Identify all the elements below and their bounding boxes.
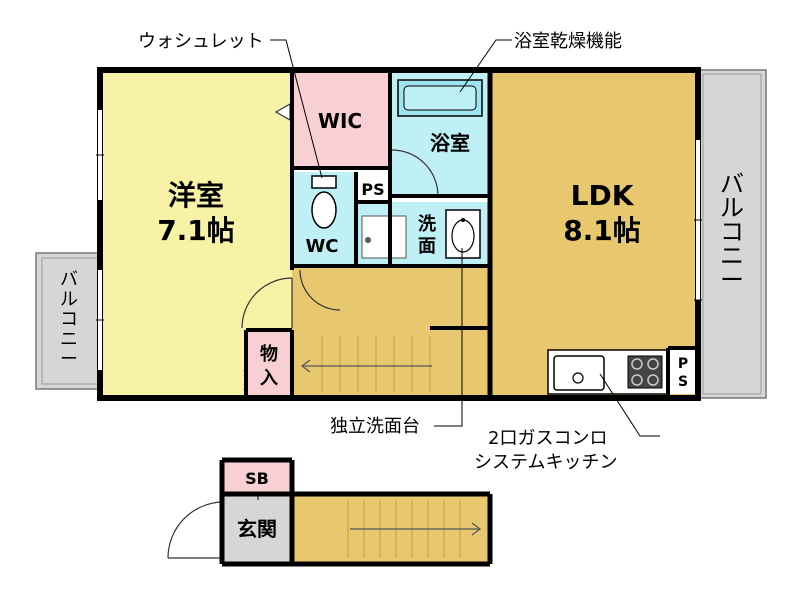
- ps-kitchen-label-s: S: [678, 374, 688, 390]
- stairs-upper-treads: [321, 336, 431, 392]
- svg-text:ル: ル: [60, 289, 78, 310]
- svg-text:コ: コ: [60, 309, 78, 330]
- callout-kitchen-2: システムキッチン: [474, 452, 617, 473]
- balcony-right: [697, 69, 767, 399]
- kitchen-sink-icon: [553, 355, 605, 391]
- interior-walls: [244, 70, 698, 398]
- vanity-sink-icon: [445, 209, 481, 259]
- lower-walls: [219, 457, 493, 567]
- callout-kitchen-1: 2口ガスコンロ: [488, 428, 607, 449]
- entrance-door-swing: [167, 501, 223, 559]
- storage-label-2: 入: [260, 368, 278, 389]
- ldk-room-name: LDK: [571, 179, 635, 212]
- ps-kitchen-label-p: P: [678, 356, 688, 372]
- storage-room: [248, 332, 292, 396]
- callout-bath-dryer: 浴室乾燥機能: [514, 31, 622, 52]
- stairs-arrow-icon: [301, 359, 432, 373]
- gas-stove-icon: [627, 355, 663, 389]
- callout-lines: [270, 39, 660, 437]
- toilet-icon: [311, 175, 337, 229]
- ldk-room-size: 8.1帖: [563, 214, 641, 247]
- sb-label: SB: [245, 469, 269, 488]
- callout-vanity: 独立洗面台: [330, 416, 420, 437]
- balcony-right-label: バ ル コ ニ ー: [720, 170, 744, 294]
- ldk-room: [490, 72, 696, 396]
- storage-label-1: 物: [260, 343, 278, 365]
- wash-label-2: 面: [418, 236, 436, 257]
- svg-text:ー: ー: [60, 349, 78, 370]
- balcony-left: [35, 252, 101, 390]
- svg-text:ニ: ニ: [60, 329, 78, 350]
- door-swings: [241, 102, 439, 391]
- stairs-upper: [292, 328, 488, 396]
- washing-machine-pan-icon: [361, 215, 407, 259]
- svg-text:ニ: ニ: [720, 242, 744, 270]
- entrance-space: [224, 496, 290, 562]
- svg-text:バ: バ: [720, 170, 744, 198]
- ps-kitchen-space: [670, 348, 696, 394]
- western-room-size: 7.1帖: [157, 214, 235, 247]
- wic-room: [292, 72, 388, 168]
- svg-text:ル: ル: [720, 194, 744, 222]
- bathtub-icon: [397, 79, 483, 117]
- bath-label: 浴室: [430, 131, 470, 155]
- wc-label: WC: [305, 236, 338, 257]
- corridor: [292, 266, 488, 328]
- ps-upper-space: [356, 172, 390, 202]
- balcony-left-label: バ ル コ ニ ー: [60, 269, 78, 370]
- svg-text:バ: バ: [60, 269, 78, 290]
- callout-washlet: ウォシュレット: [138, 31, 264, 52]
- wash-label-1: 洗: [418, 213, 436, 235]
- entrance-label: 玄関: [237, 517, 277, 541]
- western-room-name: 洋室: [168, 179, 224, 212]
- stairs-lower-arrow-icon: [350, 522, 481, 536]
- svg-text:コ: コ: [720, 218, 744, 246]
- svg-text:ー: ー: [720, 266, 744, 294]
- wic-label: WIC: [318, 109, 362, 133]
- ps-upper-label: PS: [361, 180, 384, 199]
- sb-space: [224, 462, 290, 492]
